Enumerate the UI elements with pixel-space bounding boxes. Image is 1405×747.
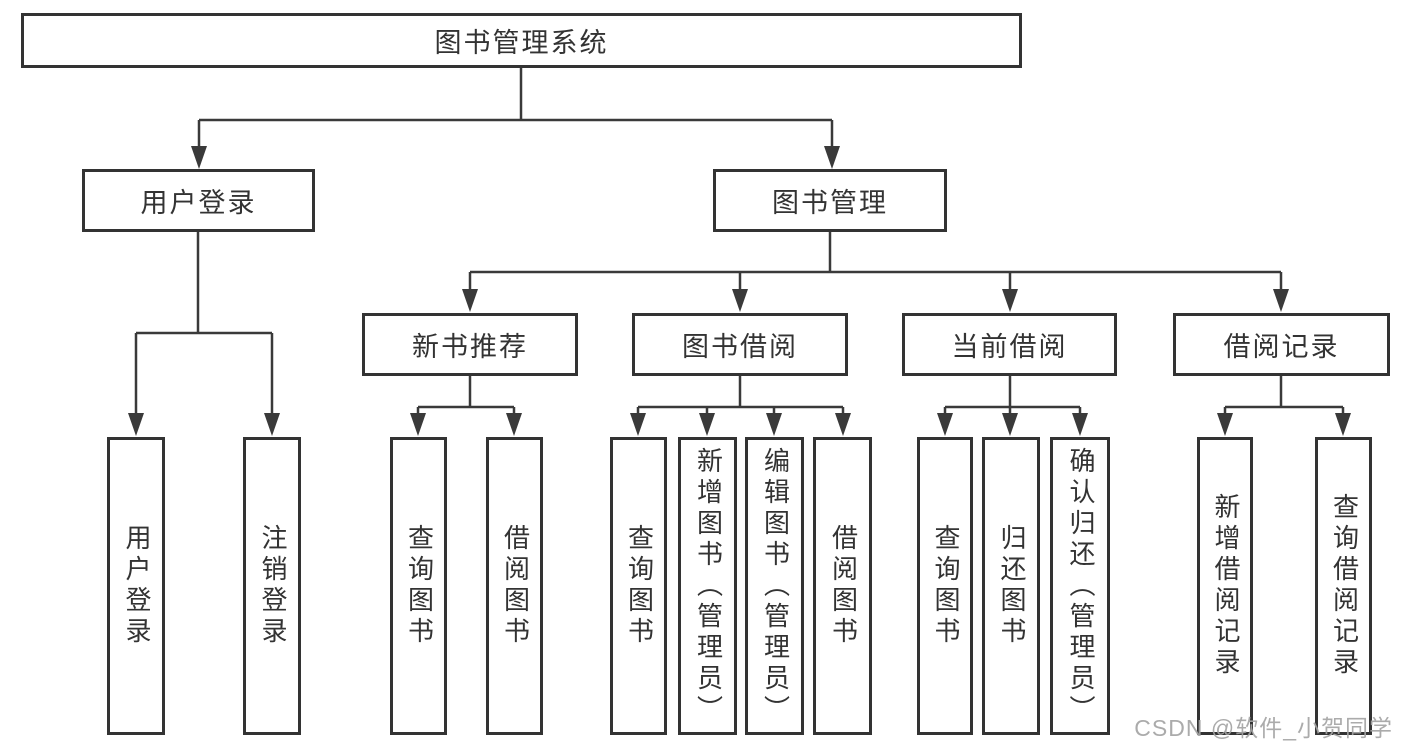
node-label: 查询图书 [624, 524, 655, 648]
connector-user-login [134, 232, 274, 418]
arrowheads-user-login [128, 413, 280, 436]
node-label: 编辑图书（管理员） [760, 446, 791, 726]
arrowheads-current-borrow [937, 413, 1088, 436]
node-label: 归还图书 [996, 524, 1027, 648]
arrowheads-root [191, 146, 840, 169]
leaf-query-book-current: 查询图书 [917, 437, 973, 735]
node-label: 借阅图书 [828, 524, 859, 648]
node-label: 查询图书 [930, 524, 961, 648]
node-current-borrow: 当前借阅 [902, 313, 1117, 376]
node-new-book-recommend: 新书推荐 [362, 313, 578, 376]
node-label: 用户登录 [140, 188, 257, 218]
leaf-user-login: 用户登录 [107, 437, 165, 735]
node-label: 当前借阅 [951, 332, 1068, 362]
leaf-return-book: 归还图书 [982, 437, 1040, 735]
node-label: 借阅记录 [1223, 332, 1340, 362]
node-label: 图书管理系统 [434, 28, 609, 58]
node-label: 注销登录 [257, 524, 288, 648]
leaf-borrow-book-recommend: 借阅图书 [486, 437, 543, 735]
node-label: 新增图书（管理员） [693, 446, 724, 726]
node-label: 查询图书 [404, 524, 435, 648]
arrowheads-new-book [410, 413, 522, 436]
connector-root [197, 68, 834, 152]
node-label: 查询借阅记录 [1329, 493, 1360, 679]
node-label: 借阅图书 [500, 524, 531, 648]
node-book-borrow: 图书借阅 [632, 313, 848, 376]
node-user-login: 用户登录 [82, 169, 315, 232]
node-label: 新增借阅记录 [1210, 493, 1241, 679]
connector-borrow-records [1223, 376, 1345, 420]
connector-book-borrow [636, 376, 845, 420]
csdn-watermark: CSDN @软件_小贺同学 [1134, 715, 1393, 741]
leaf-query-book-borrow: 查询图书 [610, 437, 667, 735]
node-label: 图书管理 [772, 188, 888, 218]
node-borrow-records: 借阅记录 [1173, 313, 1390, 376]
leaf-confirm-return-admin: 确认归还（管理员） [1050, 437, 1110, 735]
arrowheads-book-mgmt [462, 289, 1289, 312]
leaf-add-book-admin: 新增图书（管理员） [678, 437, 737, 735]
leaf-edit-book-admin: 编辑图书（管理员） [745, 437, 804, 735]
arrowheads-borrow-records [1217, 413, 1351, 436]
connector-book-mgmt [468, 232, 1283, 295]
node-label: 确认归还（管理员） [1065, 446, 1096, 726]
node-book-management: 图书管理 [713, 169, 947, 232]
leaf-query-borrow-record: 查询借阅记录 [1315, 437, 1372, 735]
leaf-borrow-book: 借阅图书 [813, 437, 872, 735]
connector-new-book [416, 376, 516, 420]
leaf-add-borrow-record: 新增借阅记录 [1197, 437, 1253, 735]
leaf-logout: 注销登录 [243, 437, 301, 735]
arrowheads-book-borrow [630, 413, 851, 436]
node-label: 新书推荐 [412, 332, 528, 362]
node-label: 图书借阅 [682, 332, 798, 362]
node-system-title: 图书管理系统 [21, 13, 1022, 68]
leaf-query-book-recommend: 查询图书 [390, 437, 447, 735]
node-label: 用户登录 [121, 524, 152, 648]
